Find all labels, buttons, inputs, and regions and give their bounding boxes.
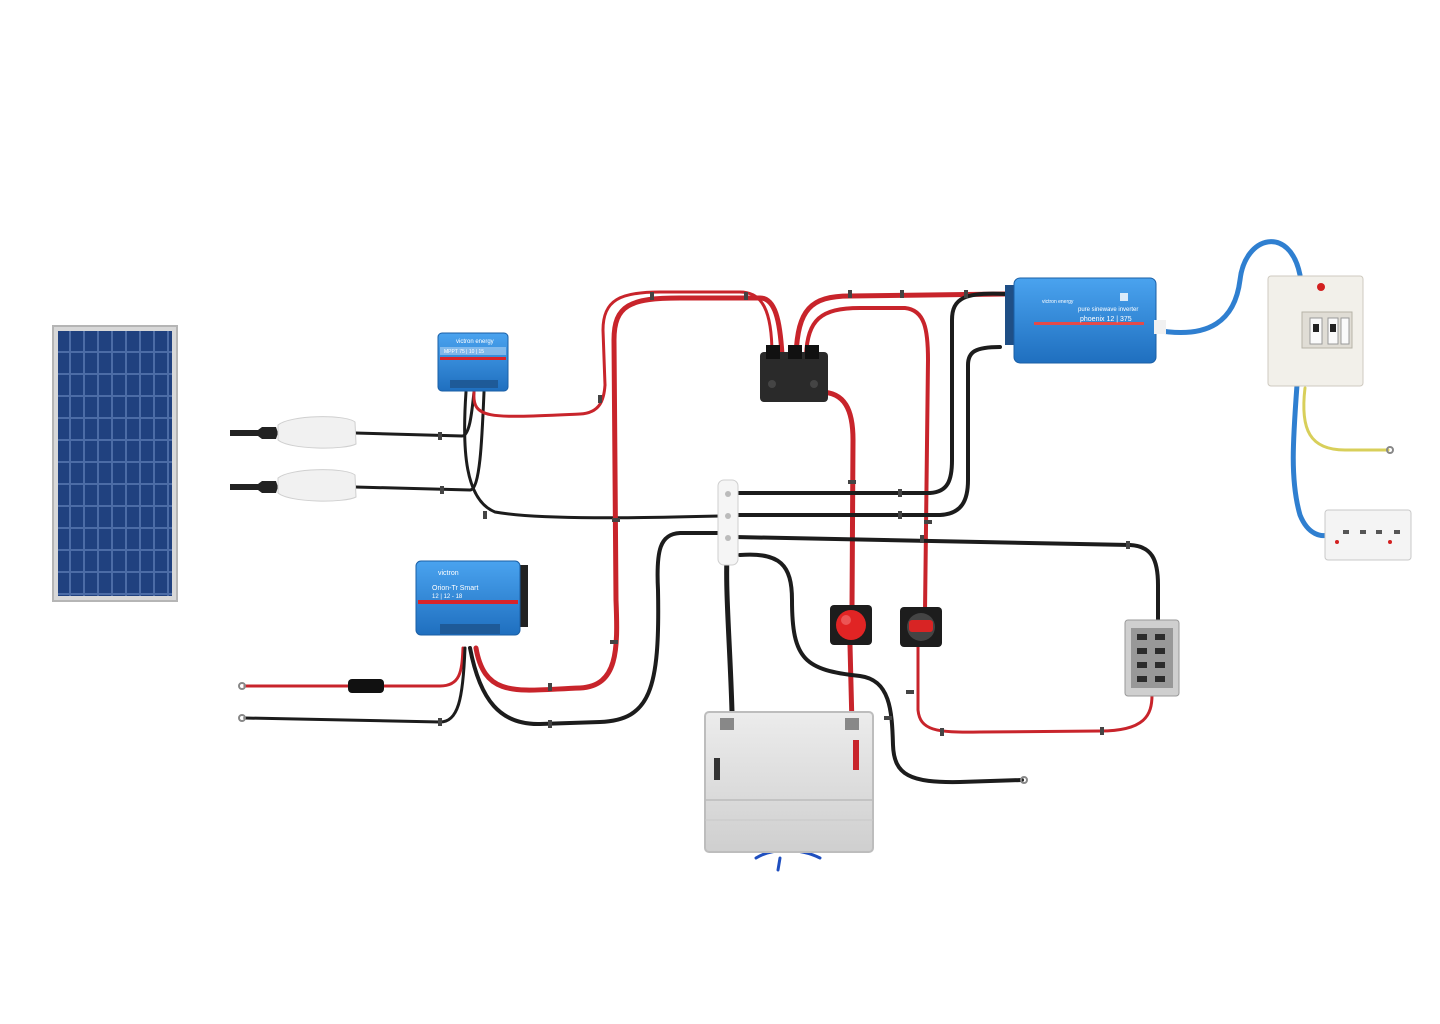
inverter-model-label: phoenix 12 | 375 bbox=[1080, 316, 1132, 323]
charger-brand-label: victron bbox=[438, 570, 459, 577]
ac-wire-inverter-to-consumer-unit bbox=[1152, 239, 1303, 336]
fuse-to-inverter-positive bbox=[793, 291, 1008, 358]
mppt-to-busbar-negative bbox=[463, 390, 722, 520]
mppt-controller: victron energy MPPT 75 | 10 | 15 bbox=[437, 332, 509, 392]
charger-rating-label: 12 | 12 - 18 bbox=[432, 594, 463, 600]
busbar-to-inverter-negative-2 bbox=[733, 345, 1002, 517]
inverter-brand-label: victron energy bbox=[1042, 299, 1074, 305]
chassis-earth-negative bbox=[738, 552, 1024, 785]
switch-to-distribution-positive bbox=[916, 643, 1154, 734]
charger-model-label: Orion-Tr Smart bbox=[432, 585, 478, 592]
busbar-to-distribution-negative bbox=[733, 535, 1160, 622]
main-isolator-switch-icon[interactable] bbox=[900, 607, 942, 647]
battery-strap-bottom bbox=[754, 849, 822, 872]
vehicle-positive-lead-2 bbox=[381, 646, 465, 688]
busbar-to-inverter-negative-1 bbox=[733, 291, 1007, 495]
wall-socket-icon bbox=[1324, 509, 1412, 561]
inverter-type-label: pure sinewave inverter bbox=[1078, 307, 1138, 313]
solar-lead-negative bbox=[353, 390, 476, 438]
consumer-unit-icon bbox=[1267, 275, 1364, 387]
fuse-to-switch-positive bbox=[804, 306, 930, 614]
negative-busbar-icon bbox=[717, 479, 739, 566]
ac-wire-consumer-unit-to-socket bbox=[1290, 382, 1333, 539]
inverter: victron energy pure sinewave inverter ph… bbox=[1005, 277, 1166, 364]
busbar-to-charger-negative bbox=[468, 531, 722, 727]
mppt-model-label: MPPT 75 | 10 | 15 bbox=[444, 349, 484, 355]
battery-icon bbox=[704, 711, 874, 853]
battery-isolator-switch-icon[interactable] bbox=[830, 605, 872, 645]
fuse-to-isolator-positive bbox=[817, 389, 856, 611]
inline-fuse-icon bbox=[348, 679, 384, 693]
mppt-brand-label: victron energy bbox=[456, 339, 494, 345]
dc-dc-charger: victron Orion-Tr Smart 12 | 12 - 18 bbox=[415, 560, 528, 636]
ring-terminal-icon bbox=[238, 446, 1394, 784]
busbar-fuse-block-icon bbox=[760, 345, 828, 402]
fuse-box-icon bbox=[1124, 619, 1180, 697]
cable-ties bbox=[438, 290, 1130, 736]
solar-panel-icon bbox=[52, 325, 178, 602]
earth-wire bbox=[1302, 386, 1390, 452]
busbar-to-battery-negative bbox=[724, 537, 735, 715]
charger-positive-run bbox=[473, 295, 785, 693]
mc4-connector-icon bbox=[230, 416, 357, 502]
charger-positive-run-inner bbox=[601, 290, 774, 387]
solar-lead-positive bbox=[353, 390, 486, 492]
